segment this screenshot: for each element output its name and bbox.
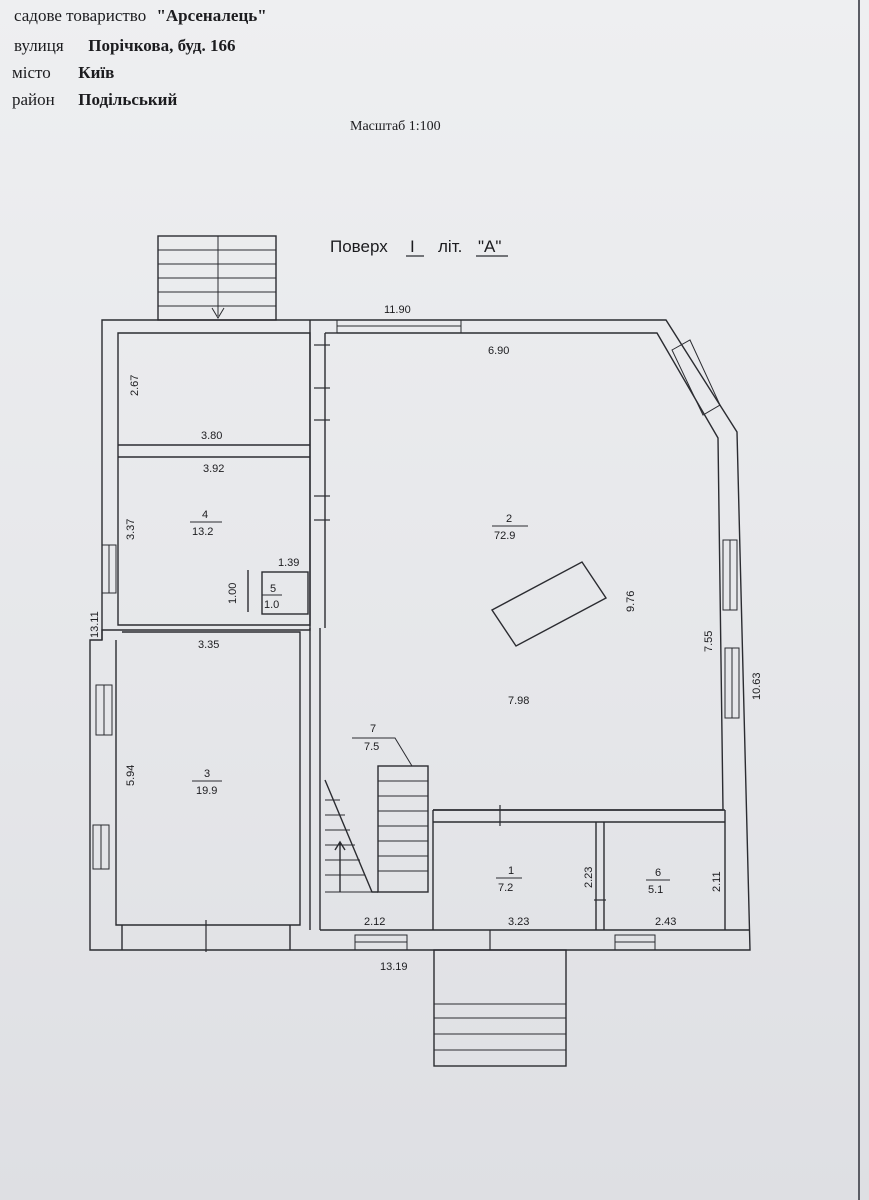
entry-stairs-top-treads <box>158 236 276 319</box>
society-value: "Арсеналець" <box>156 6 267 25</box>
room-4-area: 13.2 <box>192 526 213 538</box>
room-3-number: 3 <box>204 768 210 780</box>
sheet-border-line <box>858 0 860 1200</box>
room-label-1: 1 7.2 <box>496 865 522 894</box>
entry-stairs-bottom-treads <box>434 1003 566 1051</box>
room-label-7: 7 7.5 <box>364 723 379 753</box>
dim-right-total: 10.63 <box>751 672 763 700</box>
dim-stair-width: 2.12 <box>364 916 385 928</box>
street-value: Порічкова, буд. 166 <box>88 36 236 55</box>
room-label-5: 5 1.0 <box>262 583 282 611</box>
room-2-area: 72.9 <box>494 530 515 542</box>
header-district: район Подільський <box>12 90 177 110</box>
dim-room4-height: 3.37 <box>125 519 137 540</box>
entry-stairs-bottom <box>433 949 567 1067</box>
room-6-number: 6 <box>655 867 661 879</box>
room-7-number: 7 <box>370 723 376 735</box>
society-label: садове товариство <box>14 6 147 25</box>
room-label-2: 2 72.9 <box>492 513 528 542</box>
room-7-area: 7.5 <box>364 741 379 753</box>
stair-treads-left <box>325 799 372 893</box>
dim-room3-width: 3.35 <box>198 639 219 651</box>
district-label: район <box>12 90 55 109</box>
dim-room1-width: 3.23 <box>508 916 529 928</box>
street-label: вулиця <box>14 36 64 55</box>
dim-room2-right: 7.55 <box>703 631 715 652</box>
inner-wall-outline <box>117 332 311 626</box>
door-marks <box>205 344 606 952</box>
room-label-6: 6 5.1 <box>646 867 670 896</box>
plan-lit-label: літ. <box>438 237 462 256</box>
header-society: садове товариство "Арсеналець" <box>14 6 267 26</box>
plan-title-prefix: Поверх <box>330 237 388 256</box>
dim-topleft-height: 2.67 <box>129 375 141 396</box>
dim-bottom-total: 13.19 <box>380 961 408 973</box>
dim-room6-width: 2.43 <box>655 916 676 928</box>
dim-room2-length: 9.76 <box>625 591 637 612</box>
dim-room1-height: 2.23 <box>583 867 595 888</box>
district-value: Подільський <box>78 90 178 109</box>
room-1-area: 7.2 <box>498 882 513 894</box>
room-label-4: 4 13.2 <box>190 509 222 538</box>
city-label: місто <box>12 63 51 82</box>
room-4-number: 4 <box>202 509 208 521</box>
dim-room6-height: 2.11 <box>711 871 723 892</box>
room-1-number: 1 <box>508 865 514 877</box>
stair-flight-right <box>377 765 429 893</box>
header-city: місто Київ <box>12 63 114 83</box>
header-street: вулиця Порічкова, буд. 166 <box>14 36 235 56</box>
dim-room2-top: 6.90 <box>488 345 509 357</box>
windows <box>92 319 740 951</box>
dim-room2-width: 7.98 <box>508 695 529 707</box>
dim-top-total: 11.90 <box>384 304 411 316</box>
plan-floor: I <box>410 237 415 256</box>
room-3-area: 19.9 <box>196 785 217 797</box>
dim-room5-width: 1.39 <box>278 557 299 569</box>
room5-wall <box>261 571 309 615</box>
stair-arrow <box>334 840 346 892</box>
city-value: Київ <box>78 63 115 82</box>
outer-wall <box>89 319 751 951</box>
room3-wall <box>115 631 301 926</box>
dim-room4-width: 3.92 <box>203 463 224 475</box>
scale-label: Масштаб 1:100 <box>350 119 441 134</box>
room-6-area: 5.1 <box>648 884 663 896</box>
room-2-number: 2 <box>506 513 512 525</box>
room-label-3: 3 19.9 <box>192 768 222 797</box>
dim-room5-height: 1.00 <box>227 583 239 604</box>
room-5-number: 5 <box>270 583 276 595</box>
room2-object <box>490 561 608 647</box>
room-5-area: 1.0 <box>264 599 279 611</box>
dim-room3-height: 5.94 <box>125 765 137 786</box>
room7-leader <box>352 737 413 767</box>
stair-treads-right <box>378 780 428 872</box>
dim-topleft-width: 3.80 <box>201 430 222 442</box>
plan-lit-value: "А" <box>478 237 501 256</box>
dim-left-total: 13.11 <box>89 611 101 638</box>
